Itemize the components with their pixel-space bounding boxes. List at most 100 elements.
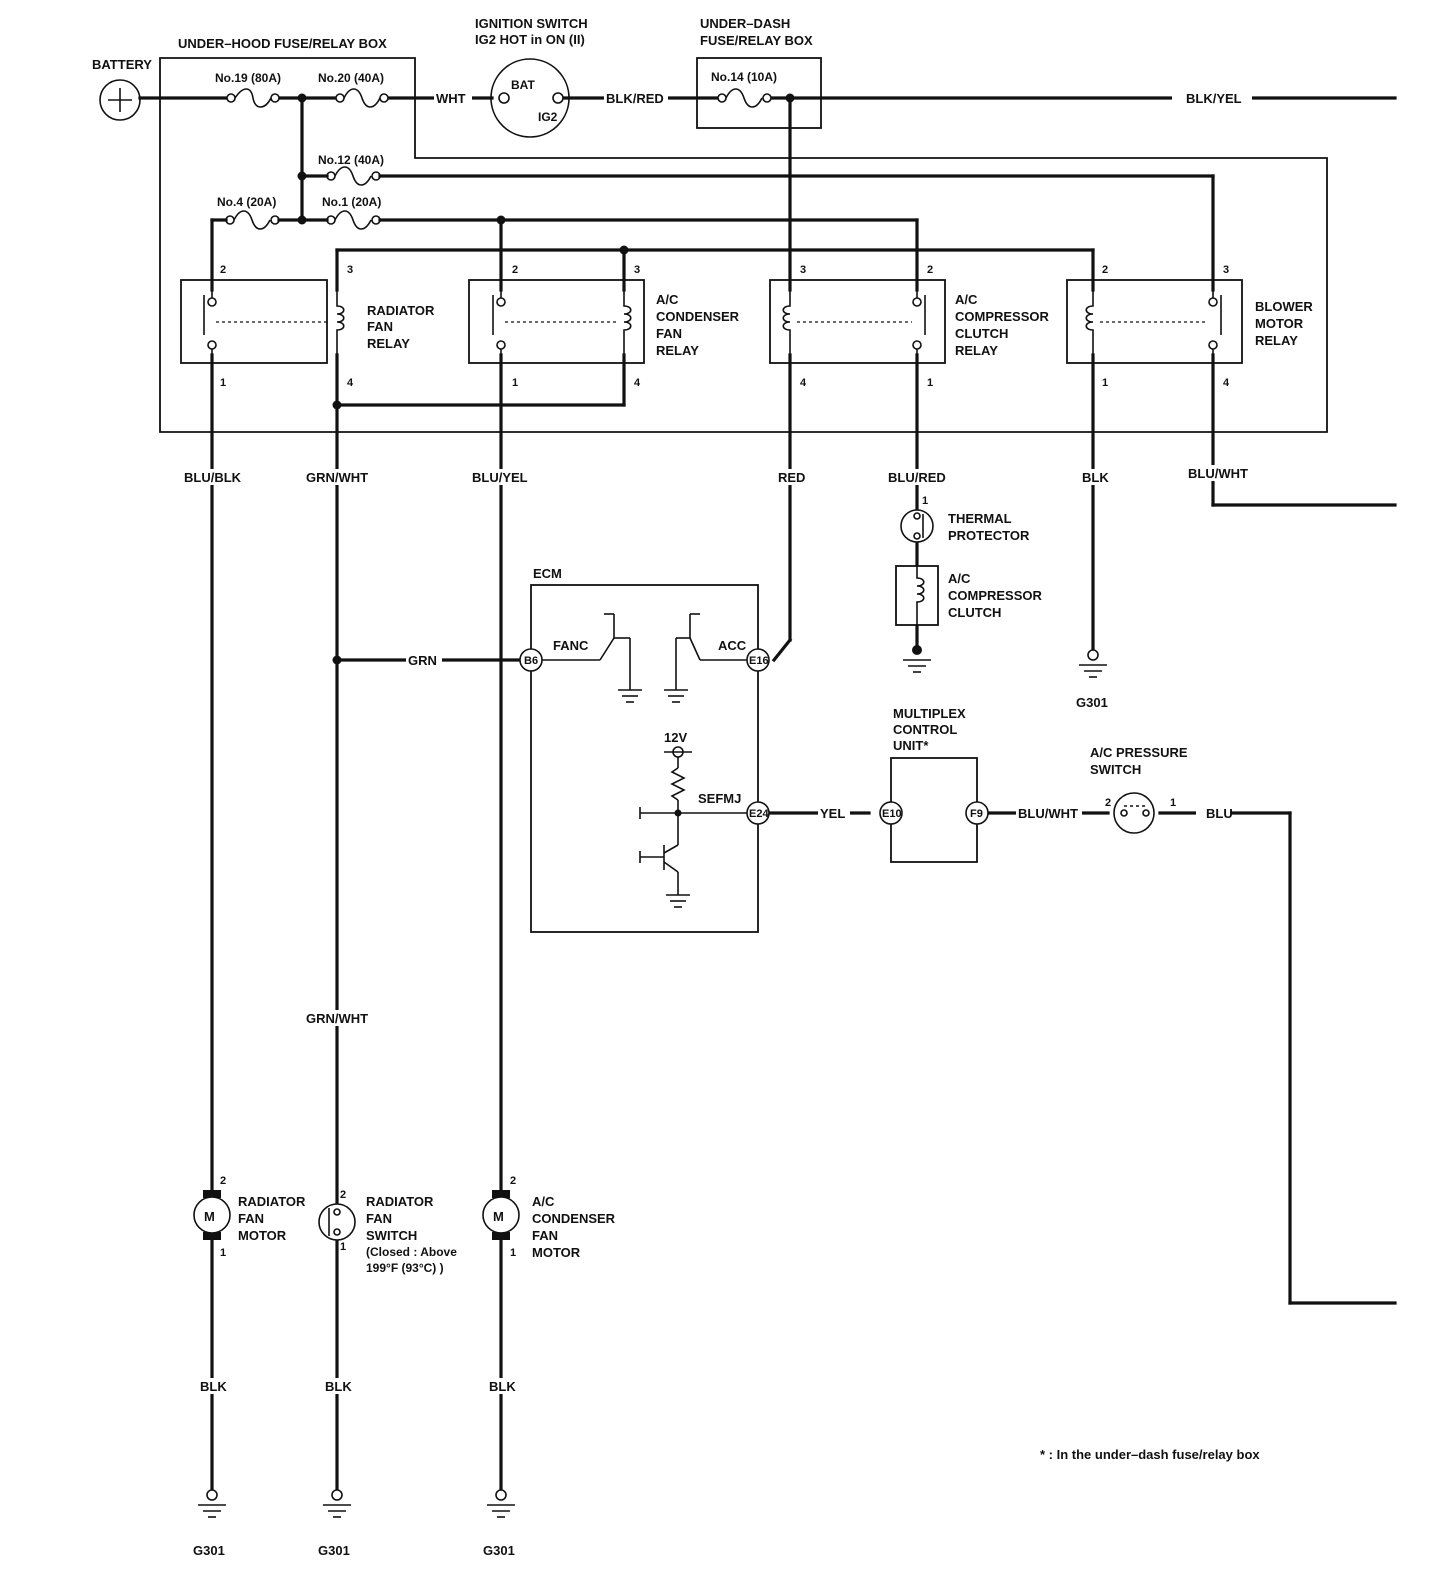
ecm-12v-label: 12V — [664, 730, 687, 745]
relay-pin-numbers: 2 3 1 4 2 3 1 4 3 2 4 1 2 3 1 4 1 2 1 2 … — [220, 264, 1230, 1259]
underhood-box-label: UNDER–HOOD FUSE/RELAY BOX — [178, 36, 387, 51]
compressor-relay-label-3: CLUTCH — [955, 326, 1008, 341]
wire-blu-red-label: BLU/RED — [888, 470, 946, 485]
ignition-ig2-label: IG2 — [538, 110, 558, 124]
blower-motor-relay-box — [1066, 279, 1243, 364]
compressor-relay-label-4: RELAY — [955, 343, 998, 358]
radiator-motor-label-3: MOTOR — [238, 1228, 287, 1243]
ground-clutch — [903, 659, 931, 673]
connector-e24-label: E24 — [749, 808, 769, 820]
pin-2: 2 — [927, 264, 933, 276]
connector-e16-label: E16 — [749, 655, 769, 667]
pin-1: 1 — [927, 377, 933, 389]
footnote: * : In the under–dash fuse/relay box — [1040, 1447, 1260, 1462]
pin-1: 1 — [1170, 797, 1176, 809]
pin-1: 1 — [220, 1247, 226, 1259]
ignition-switch-label: IGNITION SWITCH — [475, 16, 588, 31]
condenser-motor-label-2: CONDENSER — [532, 1211, 616, 1226]
motor-symbol-label: M — [493, 1209, 504, 1224]
pressure-switch-label-2: SWITCH — [1090, 762, 1141, 777]
ground-g301-label: G301 — [318, 1543, 350, 1558]
fuse-12-label: No.12 (40A) — [318, 153, 384, 167]
condenser-fan-relay-box — [468, 279, 645, 364]
underdash-box-sublabel: FUSE/RELAY BOX — [700, 33, 813, 48]
pressure-switch-label-1: A/C PRESSURE — [1090, 745, 1188, 760]
blower-relay-label-2: MOTOR — [1255, 316, 1304, 331]
ecm-internals — [540, 613, 756, 908]
fuse-20-symbol — [335, 88, 389, 108]
radiator-fan-relay-internals — [203, 290, 345, 355]
pin-3: 3 — [347, 264, 353, 276]
fuse-20-label: No.20 (40A) — [318, 71, 384, 85]
ignition-bat-label: BAT — [511, 78, 535, 92]
multiplex-label-1: MULTIPLEX — [893, 706, 966, 721]
wire-blk-label: BLK — [200, 1379, 227, 1394]
condenser-fan-motor-symbol — [482, 1190, 520, 1240]
radiator-fan-motor-symbol — [193, 1190, 231, 1240]
pin-4: 4 — [347, 377, 354, 389]
condenser-motor-label-4: MOTOR — [532, 1245, 581, 1260]
wire-blk-label: BLK — [325, 1379, 352, 1394]
pin-3: 3 — [634, 264, 640, 276]
condenser-relay-label-4: RELAY — [656, 343, 699, 358]
radiator-relay-label-3: RELAY — [367, 336, 410, 351]
compressor-relay-label-1: A/C — [955, 292, 978, 307]
pin-4: 4 — [800, 377, 807, 389]
thermal-protector-label-1: THERMAL — [948, 511, 1012, 526]
radiator-motor-label-1: RADIATOR — [238, 1194, 306, 1209]
ecm-sefmj-label: SEFMJ — [698, 791, 741, 806]
ground-g301-label: G301 — [483, 1543, 515, 1558]
fuse-14-label: No.14 (10A) — [711, 70, 777, 84]
pin-1: 1 — [512, 377, 518, 389]
wire-blk-red-label: BLK/RED — [606, 91, 664, 106]
ground-g301-label: G301 — [193, 1543, 225, 1558]
condenser-motor-label-1: A/C — [532, 1194, 555, 1209]
motor-symbol-label: M — [204, 1209, 215, 1224]
pin-1: 1 — [510, 1247, 516, 1259]
pin-1: 1 — [220, 377, 226, 389]
multiplex-label-2: CONTROL — [893, 722, 957, 737]
pin-2: 2 — [340, 1189, 346, 1201]
blower-relay-label-1: BLOWER — [1255, 299, 1313, 314]
ground-blower — [1079, 649, 1107, 678]
pin-2: 2 — [510, 1175, 516, 1187]
compressor-clutch-relay-box — [769, 279, 946, 364]
wire-labels: WHT BLK/RED BLK/YEL BLU/BLK GRN/WHT BLU/… — [182, 90, 1252, 1394]
fuse-14-symbol — [717, 88, 772, 108]
radiator-switch-label-4: (Closed : Above — [366, 1245, 457, 1259]
ignition-switch-symbol — [490, 58, 570, 138]
pin-2: 2 — [220, 1175, 226, 1187]
wire-blk-label: BLK — [489, 1379, 516, 1394]
battery-symbol — [99, 79, 141, 121]
ecm-label: ECM — [533, 566, 562, 581]
underdash-fuse-relay-box — [696, 57, 822, 129]
ground-radiator-motor — [198, 1489, 226, 1518]
underhood-fuse-relay-box — [159, 57, 1328, 433]
distribution-wires — [210, 96, 1397, 1492]
radiator-switch-label-1: RADIATOR — [366, 1194, 434, 1209]
fuse-symbols — [225, 88, 772, 230]
junction-dots — [297, 93, 795, 665]
wire-blk-label: BLK — [1082, 470, 1109, 485]
wire-blu-label: BLU — [1206, 806, 1233, 821]
fuse-19-label: No.19 (80A) — [215, 71, 281, 85]
wire-grn-wht-label: GRN/WHT — [306, 1011, 368, 1026]
radiator-switch-label-2: FAN — [366, 1211, 392, 1226]
ground-g301-label: G301 — [1076, 695, 1108, 710]
wire-grn-label: GRN — [408, 653, 437, 668]
clutch-label-3: CLUTCH — [948, 605, 1001, 620]
underdash-box-label: UNDER–DASH — [700, 16, 790, 31]
pin-3: 3 — [800, 264, 806, 276]
radiator-relay-label-1: RADIATOR — [367, 303, 435, 318]
connector-b6-label: B6 — [524, 655, 538, 667]
radiator-fan-switch-symbol — [318, 1203, 356, 1241]
pin-4: 4 — [1223, 377, 1230, 389]
multiplex-control-unit-box — [890, 757, 978, 863]
pin-1: 1 — [1102, 377, 1108, 389]
compressor-clutch-relay-internals — [782, 290, 926, 355]
ignition-switch-sublabel: IG2 HOT in ON (II) — [475, 32, 585, 47]
radiator-switch-label-5: 199°F (93°C) ) — [366, 1261, 444, 1275]
ac-pressure-switch-symbol — [1113, 792, 1155, 834]
fuse-19-symbol — [226, 88, 280, 108]
